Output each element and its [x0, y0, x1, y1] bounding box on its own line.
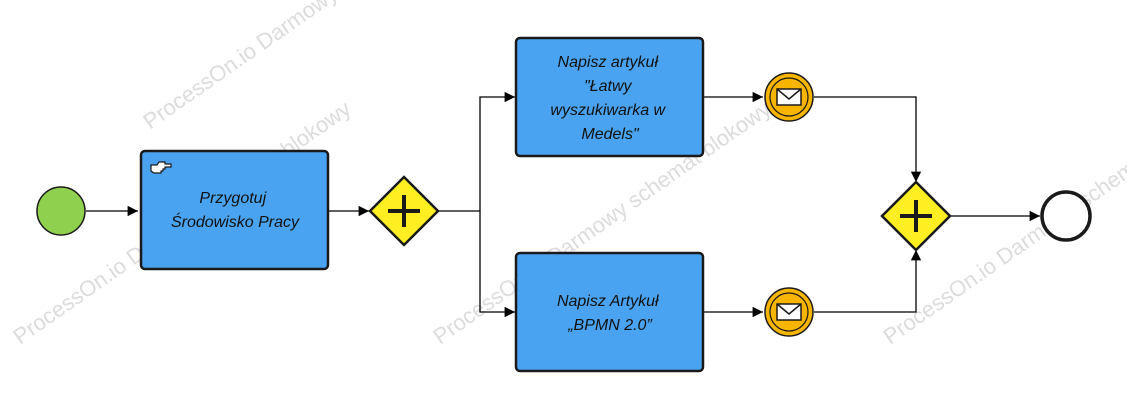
task-box: [514, 251, 705, 373]
hand-pointing-icon: [150, 161, 172, 174]
task-label-line: Środowisko Pracy: [171, 212, 300, 231]
task-label-line: Przygotuj: [199, 190, 266, 207]
message-event-inner: [769, 292, 809, 332]
flow-split-bottom: [479, 211, 515, 318]
end-event[interactable]: [1040, 190, 1092, 242]
plus-icon: [388, 195, 420, 227]
plus-icon: [900, 200, 932, 232]
parallel-gateway-split[interactable]: [368, 175, 440, 247]
message-event-inner: [769, 77, 809, 117]
task-label-line: Napisz artykuł: [558, 54, 659, 71]
task-prepare-environment[interactable]: Przygotuj Środowisko Pracy: [139, 149, 330, 271]
task-label-line: wyszukiwarka w: [550, 102, 666, 119]
watermark-text: ProcessOn.io Darmowy schemat blokowy: [139, 0, 486, 134]
flow-split-top: [438, 91, 515, 212]
envelope-icon: [776, 303, 802, 321]
svg-text:Przygotuj Środowisko Pra: Przygotuj Środowisko Pracy: [171, 190, 300, 231]
sequence-flows: [86, 91, 1040, 318]
task-label-line: "Łatwy: [584, 78, 632, 95]
task-label-line: „BPMN 2.0”: [567, 317, 652, 334]
message-event-bottom[interactable]: [764, 287, 814, 337]
svg-text:Napisz Artykuł „BPMN 2.0: Napisz Artykuł „BPMN 2.0”: [557, 293, 663, 334]
task-article-bpmn[interactable]: Napisz Artykuł „BPMN 2.0”: [514, 251, 705, 373]
flow-message-top-to-join: [814, 96, 922, 182]
envelope-icon: [776, 88, 802, 106]
svg-text:Napisz artykuł "Łatwy: Napisz artykuł "Łatwy wyszukiwarka w Med…: [550, 54, 669, 143]
message-event-top[interactable]: [764, 72, 814, 122]
task-box: [514, 36, 705, 158]
flow-message-bottom-to-join: [814, 249, 922, 313]
task-box: [139, 149, 330, 271]
task-label-line: Medels": [581, 126, 640, 143]
task-article-latwy[interactable]: Napisz artykuł "Łatwy wyszukiwarka w Med…: [514, 36, 705, 158]
parallel-gateway-join[interactable]: [880, 180, 952, 252]
task-label-line: Napisz Artykuł: [557, 293, 659, 310]
start-event[interactable]: [36, 186, 86, 236]
